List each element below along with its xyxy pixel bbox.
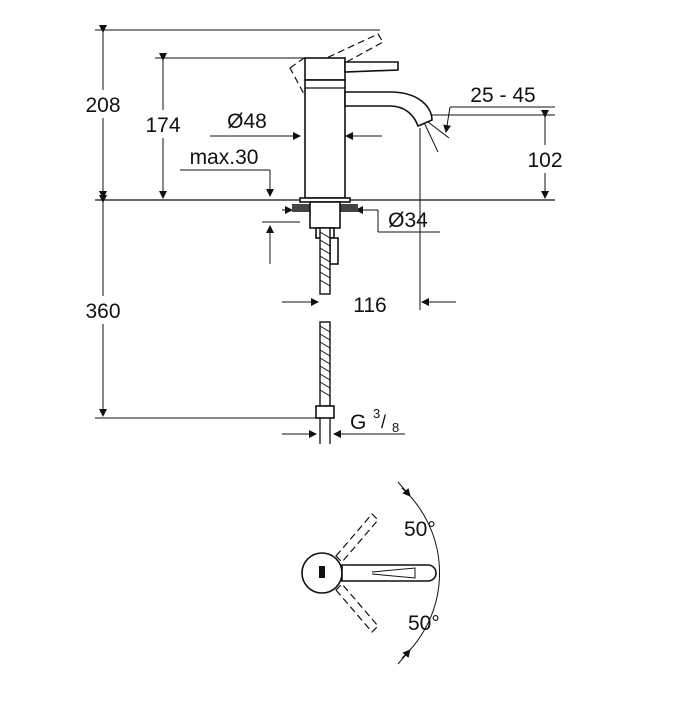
hose-nut bbox=[315, 405, 335, 419]
dim-label-d34: Ø34 bbox=[388, 209, 428, 232]
dim-label-208: 208 bbox=[85, 94, 120, 117]
lever-rotated-up-dashed bbox=[335, 513, 379, 563]
supply-hose bbox=[315, 227, 335, 444]
faucet-body bbox=[304, 79, 346, 199]
rotation-arc bbox=[401, 487, 441, 659]
spout-top bbox=[341, 564, 437, 582]
dim-208: 208 bbox=[78, 25, 128, 199]
dim-label-g: G bbox=[350, 411, 366, 434]
dim-diameter-34: Ø34 bbox=[282, 206, 440, 233]
dim-thread: G 3 / 8 bbox=[282, 406, 405, 438]
plan-view: 50° 50° bbox=[301, 481, 441, 665]
dim-spout-angle: 25 - 45 bbox=[420, 84, 555, 153]
dim-360: 360 bbox=[78, 195, 128, 417]
dim-label-360: 360 bbox=[85, 300, 120, 323]
angle-label-upper: 50° bbox=[404, 518, 436, 541]
dim-116: 116 bbox=[282, 294, 456, 317]
dim-label-116: 116 bbox=[353, 294, 386, 317]
side-view: 208 174 360 Ø48 max.30 bbox=[78, 25, 574, 444]
dim-label-max30: max.30 bbox=[190, 146, 259, 169]
dim-max30: max.30 bbox=[180, 146, 300, 264]
dim-label-thread-num: 3 bbox=[373, 406, 380, 421]
dim-label-thread-den: 8 bbox=[392, 420, 399, 435]
angle-label-lower: 50° bbox=[408, 612, 440, 635]
dim-174: 174 bbox=[138, 53, 188, 199]
dim-label-174: 174 bbox=[145, 114, 180, 137]
spout bbox=[344, 91, 433, 128]
dim-102: 102 bbox=[518, 110, 574, 199]
dim-label-102: 102 bbox=[527, 149, 562, 172]
svg-text:/: / bbox=[381, 412, 386, 432]
dim-label-d48: Ø48 bbox=[227, 110, 267, 133]
lever-rotated-down-dashed bbox=[335, 583, 379, 633]
dim-diameter-48: Ø48 bbox=[210, 110, 382, 140]
dim-label-25-45: 25 - 45 bbox=[470, 84, 535, 107]
lever-cap bbox=[304, 57, 346, 81]
lever bbox=[304, 57, 399, 81]
lever-handle bbox=[344, 61, 399, 73]
